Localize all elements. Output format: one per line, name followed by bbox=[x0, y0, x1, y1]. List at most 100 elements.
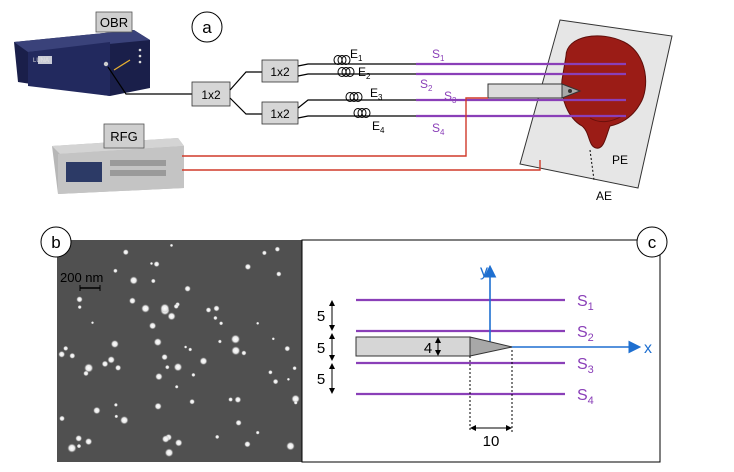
nanoparticle-dot bbox=[228, 397, 234, 402]
scale-bar-label: 200 nm bbox=[60, 270, 103, 285]
schematic-label-s2: S2 bbox=[577, 324, 594, 344]
nanoparticle-dot bbox=[129, 297, 136, 305]
rfg-label: RFG bbox=[110, 129, 137, 144]
nanoparticle-dots bbox=[58, 243, 300, 458]
nanoparticle-dot bbox=[244, 441, 251, 448]
rf-cables bbox=[182, 97, 541, 171]
splitter-upper-label: 1x2 bbox=[270, 65, 290, 79]
nanoparticle-dot bbox=[91, 321, 94, 325]
nanoparticle-dot bbox=[199, 357, 208, 365]
nanoparticle-dot bbox=[107, 356, 115, 364]
nanoparticle-dot bbox=[83, 370, 89, 377]
nanoparticle-dot bbox=[84, 363, 94, 373]
nanoparticle-dot bbox=[235, 419, 242, 426]
nanoparticle-dot bbox=[188, 347, 193, 352]
label-e3: E3 bbox=[370, 86, 383, 102]
splitter-lower: 1x2 bbox=[261, 101, 299, 125]
nanoparticle-dot bbox=[213, 315, 218, 321]
nanoparticle-dot bbox=[241, 350, 247, 356]
label-e2: E2 bbox=[358, 65, 371, 81]
splitter-lower-label: 1x2 bbox=[270, 107, 290, 121]
luna-logo: LUNA bbox=[33, 58, 49, 64]
nanoparticle-dot bbox=[85, 438, 93, 446]
schematic-label-s4: S4 bbox=[577, 387, 594, 407]
nanoparticle-dot bbox=[149, 322, 157, 330]
ae-leader bbox=[589, 149, 595, 181]
nanoparticle-dot bbox=[113, 402, 118, 407]
nanoparticle-dot bbox=[110, 340, 119, 348]
nanoparticle-dot bbox=[173, 303, 179, 309]
nanoparticle-dot bbox=[75, 435, 83, 442]
x-axis-label: x bbox=[644, 340, 652, 357]
coil-e3 bbox=[345, 92, 363, 102]
nanoparticle-dot bbox=[153, 261, 160, 268]
label-e1: E1 bbox=[350, 47, 363, 63]
nanoparticle-dot bbox=[293, 400, 298, 405]
tip-width-label: 4 bbox=[424, 340, 432, 357]
nanoparticle-dot bbox=[67, 443, 77, 453]
panel-a: a LUNA OBR RFG bbox=[14, 11, 673, 203]
nanoparticle-dot bbox=[231, 346, 241, 356]
schematic-label-s3: S3 bbox=[577, 356, 594, 376]
micrograph bbox=[57, 240, 302, 462]
nanoparticle-dot bbox=[76, 296, 83, 303]
tip-length-label: 10 bbox=[483, 433, 500, 450]
schematic-axes bbox=[483, 264, 642, 354]
fbg-coils bbox=[333, 55, 371, 118]
nanoparticle-dot bbox=[213, 305, 220, 312]
nanoparticle-dot bbox=[101, 360, 109, 368]
nanoparticle-dot bbox=[184, 345, 188, 349]
splitter-main-label: 1x2 bbox=[201, 88, 221, 102]
schematic-label-s1: S1 bbox=[577, 293, 594, 313]
nanoparticle-dot bbox=[167, 312, 176, 321]
coil-e4 bbox=[353, 108, 371, 118]
nanoparticle-dot bbox=[286, 441, 295, 451]
s-labels: S1 S2 S3 S4 bbox=[420, 47, 457, 137]
nanoparticle-dot bbox=[219, 321, 224, 326]
e-labels: E1 E2 E3 E4 bbox=[350, 47, 385, 135]
label-s2: S2 bbox=[420, 77, 433, 93]
nanoparticle-dot bbox=[63, 345, 69, 351]
spacing-label-3: 5 bbox=[317, 371, 325, 388]
nanoparticle-dot bbox=[141, 304, 150, 313]
nanoparticle-dot bbox=[161, 435, 170, 443]
schematic-applicator bbox=[355, 336, 513, 357]
nanoparticle-dot bbox=[76, 443, 82, 449]
nanoparticle-dot bbox=[284, 345, 291, 352]
nanoparticle-dot bbox=[165, 364, 170, 370]
nanoparticle-dot bbox=[215, 434, 220, 440]
nanoparticle-dot bbox=[234, 396, 242, 404]
nanoparticle-dot bbox=[93, 406, 101, 415]
nanoparticle-dot bbox=[174, 384, 179, 389]
y-axis-label: y bbox=[480, 263, 488, 280]
nanoparticle-dot bbox=[268, 370, 273, 375]
nanoparticle-dot bbox=[175, 439, 183, 447]
label-s1: S1 bbox=[432, 47, 445, 63]
spacing-label-2: 5 bbox=[317, 340, 325, 357]
nanoparticle-dot bbox=[261, 250, 267, 256]
nanoparticle-dot bbox=[276, 271, 282, 277]
nanoparticle-dot bbox=[161, 353, 168, 361]
sensing-fibers bbox=[416, 62, 626, 118]
nanoparticle-dot bbox=[69, 352, 76, 359]
nanoparticle-dot bbox=[114, 414, 119, 419]
nanoparticle-dot bbox=[129, 276, 138, 285]
nanoparticle-dot bbox=[150, 278, 156, 284]
fiber-leads bbox=[297, 63, 416, 119]
nanoparticle-dot bbox=[154, 402, 162, 410]
nanoparticle-dot bbox=[271, 337, 275, 341]
nanoparticle-dot bbox=[122, 249, 129, 256]
nanoparticle-dot bbox=[274, 246, 281, 252]
nanoparticle-dot bbox=[77, 305, 82, 310]
panel-a-badge: a bbox=[191, 11, 223, 43]
nanoparticle-dot bbox=[184, 285, 191, 292]
nanoparticle-dot bbox=[173, 362, 183, 372]
schematic-s-labels: S1 S2 S3 S4 bbox=[577, 293, 594, 407]
obr-device: LUNA OBR bbox=[14, 11, 150, 96]
label-ae: AE bbox=[596, 189, 612, 203]
nanoparticle-dot bbox=[205, 307, 212, 313]
panel-b-badge: b bbox=[40, 226, 72, 258]
panel-b: 200 nm b bbox=[40, 226, 302, 462]
nanoparticle-dot bbox=[164, 448, 174, 458]
schematic-fibers bbox=[356, 298, 565, 396]
